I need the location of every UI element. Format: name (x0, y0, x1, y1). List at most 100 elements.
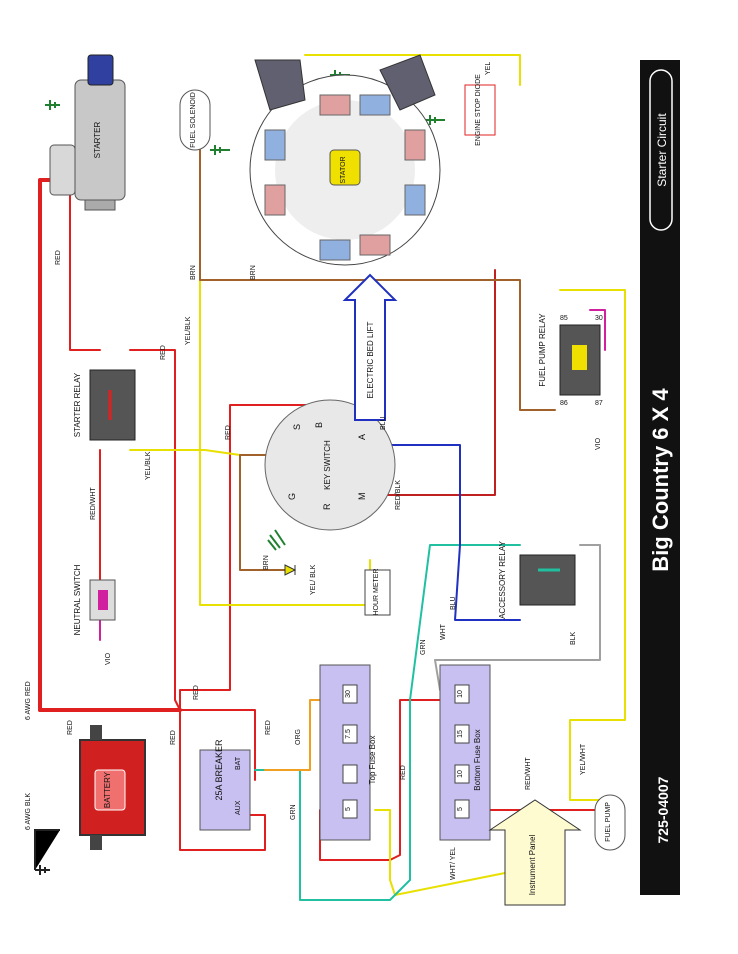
accessory-relay-label: ACCESSORY RELAY (498, 540, 507, 618)
neutral-switch: NEUTRAL SWITCH (73, 564, 116, 635)
wire-red-starter-relay (69, 194, 101, 351)
bottom-fuse-box-label: Bottom Fuse Box (473, 729, 482, 790)
wire-label-red-wht: RED/WHT (525, 757, 532, 790)
ground-symbols-black (34, 829, 60, 875)
wire-label-wht: WHT (440, 623, 447, 640)
wire-label-blk: BLK (570, 631, 577, 645)
key-switch-label: KEY SWITCH (323, 440, 332, 490)
instrument-panel-arrow: Instrument Panel (488, 799, 582, 906)
starter-relay: STARTER RELAY (73, 369, 136, 441)
wire-brn-solenoid (199, 149, 556, 411)
ground-icon (34, 829, 60, 875)
wire-label-yel: YEL (485, 62, 492, 75)
ground-symbols (45, 70, 445, 551)
fuel-pump-relay: FUEL PUMP RELAY 85 30 86 87 (538, 313, 603, 407)
wire-wht-yel (374, 809, 521, 896)
part-number: 725-04007 (655, 776, 671, 843)
wire-red-breaker-aux (179, 709, 266, 851)
top-fuse-2: 7.5 (345, 729, 352, 739)
starter-relay-label: STARTER RELAY (73, 372, 82, 437)
breaker-label: 25A BREAKER (214, 739, 224, 801)
electric-bed-lift-arrow: ELECTRIC BED LIFT (342, 273, 398, 421)
wire-label-red: RED (67, 720, 74, 735)
wire-label-brn: BRN (190, 265, 197, 280)
ground-icon (45, 100, 60, 110)
wire-label-yel-wht: YEL/WHT (580, 743, 587, 775)
wire-label-blu: BLU (380, 416, 387, 430)
key-terminal-m: M (357, 493, 367, 501)
wire-label-red: RED (225, 425, 232, 440)
ground-icon (425, 115, 445, 125)
bottom-fuse-4: 5 (457, 807, 464, 811)
fuel-solenoid-label: FUEL SOLENOID (190, 92, 197, 148)
page-title: Big Country 6 X 4 (648, 388, 673, 572)
fuel-pump-label: FUEL PUMP (605, 802, 612, 842)
wire-label-yel-blk: YEL/BLK (145, 451, 152, 480)
top-fuse-1: 30 (345, 690, 352, 698)
battery: BATTERY (79, 725, 146, 850)
wire-label-wht-yel: WHT/ YEL (450, 847, 457, 880)
key-switch: KEY SWITCH S B A M R G (264, 399, 396, 531)
wire-label-yel-blk-stack: YEL/ BLK (310, 564, 317, 595)
wire-6awg-red (38, 178, 92, 712)
key-terminal-s: S (292, 424, 302, 430)
wire-label-vio: VIO (105, 652, 112, 665)
fuel-pump-relay-label: FUEL PUMP RELAY (538, 313, 547, 387)
breaker-aux-label: AUX (235, 800, 242, 815)
battery-label: BATTERY (103, 771, 112, 808)
top-fuse-box-label: Top Fuse Box (368, 736, 377, 785)
key-terminal-r: R (322, 503, 332, 510)
electric-bed-lift-label: ELECTRIC BED LIFT (366, 321, 375, 398)
engine-stop-diode: ENGINE STOP DIODE (464, 74, 496, 146)
instrument-panel-label: Instrument Panel (528, 835, 537, 896)
section-badge: Starter Circuit (655, 113, 669, 187)
wire-label-org: ORG (295, 729, 302, 745)
neutral-switch-label: NEUTRAL SWITCH (73, 564, 82, 635)
wire-label-red: RED (170, 730, 177, 745)
wire-yel-wht (559, 289, 626, 801)
starter-label: STARTER (93, 121, 102, 158)
top-fuse-box: Top Fuse Box 30 7.5 5 (319, 664, 377, 841)
wire-label-brn: BRN (263, 555, 270, 570)
bottom-fuse-box: Bottom Fuse Box 10 15 10 5 (439, 664, 491, 841)
wire-wht-gray (434, 544, 601, 691)
stator-label: STATOR (340, 156, 347, 183)
wire-label-red: RED (55, 250, 62, 265)
engine-stop-diode-label: ENGINE STOP DIODE (475, 74, 482, 146)
breaker-bat-label: BAT (235, 756, 242, 770)
wire-label-brn: BRN (250, 265, 257, 280)
wire-label-6awg-red: 6 AWG RED (25, 681, 32, 720)
title-bar: Starter Circuit Big Country 6 X 4 725-04… (640, 60, 680, 895)
starter: STARTER (49, 54, 126, 211)
wire-label-grn: GRN (290, 804, 297, 820)
wire-labels: RED RED BRN BRN YEL/BLK YEL YEL/BLK RED … (25, 62, 602, 880)
wire-vio-relay (589, 309, 606, 351)
wire-label-red: RED (193, 685, 200, 700)
fpr-pin-86: 86 (560, 400, 568, 407)
accessory-relay: ACCESSORY RELAY (498, 540, 576, 619)
wire-label-red: RED (265, 720, 272, 735)
wire-label-blu: BLU (450, 596, 457, 610)
bottom-fuse-3: 10 (457, 770, 464, 778)
bottom-fuse-2: 15 (457, 730, 464, 738)
wire-red-blk (369, 269, 496, 496)
wire-label-vio: VIO (595, 437, 602, 450)
hour-meter: HOUR METER (364, 568, 391, 616)
wire-label-yel-blk: YEL/BLK (185, 316, 192, 345)
key-terminal-b: B (314, 422, 324, 428)
fpr-pin-30: 30 (595, 315, 603, 322)
diode-symbol (284, 564, 297, 576)
stator: STATOR (249, 54, 441, 266)
top-fuse-4: 5 (345, 807, 352, 811)
wire-label-6awg-blk: 6 AWG BLK (25, 793, 32, 830)
ground-icon (267, 529, 286, 551)
wire-blu-key-a (369, 444, 521, 621)
wire-label-red: RED (160, 345, 167, 360)
wire-label-red-blk: RED/BLK (395, 480, 402, 510)
breaker-25a: 25A BREAKER BAT AUX (199, 739, 251, 831)
wire-label-red-wht: RED/WHT (90, 487, 97, 520)
fpr-pin-85: 85 (560, 315, 568, 322)
hour-meter-label: HOUR METER (373, 568, 380, 615)
wire-label-red: RED (400, 765, 407, 780)
